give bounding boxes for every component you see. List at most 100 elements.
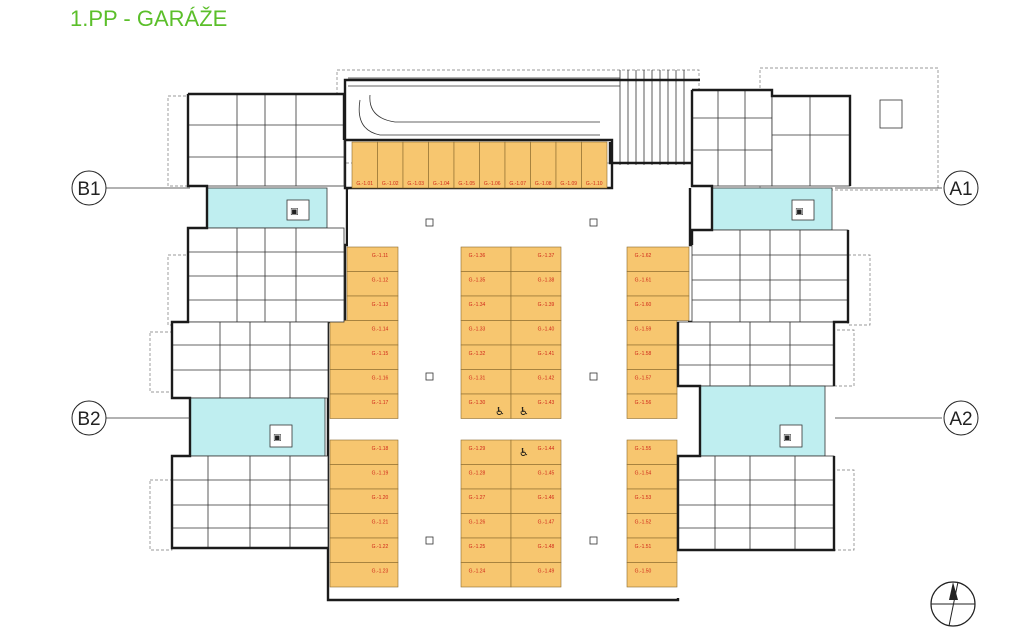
parking-space-label: G.-1.33: [469, 327, 486, 333]
parking-space-label: G.-1.10: [586, 181, 603, 187]
parking-bay: [626, 562, 678, 588]
parking-space-label: G.-1.09: [560, 181, 577, 187]
parking-space-label: G.-1.37: [538, 253, 555, 259]
parking-bay: [626, 271, 690, 297]
parking-bay: [510, 464, 562, 490]
building-a: ▣ ▣: [676, 67, 939, 552]
parking-space-label: G.-1.61: [635, 278, 652, 284]
parking-bay: [626, 344, 678, 370]
parking-space-label: G.-1.15: [372, 351, 389, 357]
parking-bay: [460, 393, 512, 419]
svg-text:B2: B2: [77, 409, 100, 430]
parking-bay: [346, 246, 399, 272]
parking-space-label: G.-1.47: [538, 520, 555, 526]
parking-bay: [329, 439, 399, 465]
parking-space-label: G.-1.18: [372, 446, 389, 452]
elevator-icon: ▣: [783, 433, 792, 443]
parking-bay: [510, 562, 562, 588]
parking-bay: [329, 562, 399, 588]
svg-text:♿: ♿: [519, 405, 529, 418]
core-label-a1: A1: [943, 170, 979, 206]
parking-space-label: G.-1.35: [469, 278, 486, 284]
parking-bay: [460, 320, 512, 346]
parking-bay: [510, 320, 562, 346]
core-label-b1: B1: [71, 170, 107, 206]
parking-bay: [329, 320, 399, 346]
svg-text:A2: A2: [949, 409, 972, 430]
parking-bay: [626, 246, 690, 272]
north-arrow-icon: [930, 581, 976, 627]
parking-space-label: G.-1.39: [538, 302, 555, 308]
parking-space-label: G.-1.41: [538, 351, 555, 357]
parking-space-label: G.-1.31: [469, 376, 486, 382]
elevator-icon: ▣: [795, 207, 804, 217]
parking-bay: [626, 513, 678, 539]
parking-space-label: G.-1.06: [484, 181, 501, 187]
parking-space-label: G.-1.38: [538, 278, 555, 284]
parking-bay: [460, 246, 512, 272]
parking-space-label: G.-1.51: [635, 544, 652, 550]
core-label-b2: B2: [71, 400, 107, 436]
parking-bay: [460, 464, 512, 490]
grid-lines: [105, 187, 942, 419]
parking-bay: [402, 141, 429, 189]
parking-bay: [329, 488, 399, 514]
parking-bay: [453, 141, 480, 189]
parking-bay: [626, 295, 690, 321]
parking-space-label: G.-1.48: [538, 544, 555, 550]
wheelchair-icon: ♿ ♿ ♿: [495, 405, 529, 459]
parking-space-label: G.-1.42: [538, 376, 555, 382]
parking-space-label: G.-1.40: [538, 327, 555, 333]
parking-space-label: G.-1.32: [469, 351, 486, 357]
parking-space-label: G.-1.16: [372, 376, 389, 382]
parking-bay: [346, 271, 399, 297]
parking-space-label: G.-1.57: [635, 376, 652, 382]
parking-bay: [460, 562, 512, 588]
parking-space-label: G.-1.17: [372, 400, 389, 406]
svg-text:♿: ♿: [519, 446, 529, 459]
building-b: ▣ ▣: [149, 92, 346, 551]
parking-space-label: G.-1.59: [635, 327, 652, 333]
svg-text:A1: A1: [949, 179, 972, 200]
parking-bay: [581, 141, 608, 189]
parking-bay: [329, 464, 399, 490]
parking-bay: [510, 369, 562, 395]
parking-bay: [510, 246, 562, 272]
parking-space-label: G.-1.43: [538, 400, 555, 406]
parking-bay: [555, 141, 582, 189]
svg-text:♿: ♿: [495, 405, 505, 418]
parking-bay: [626, 369, 678, 395]
parking-bay: [428, 141, 455, 189]
parking-space-label: G.-1.25: [469, 544, 486, 550]
parking-space-label: G.-1.26: [469, 520, 486, 526]
parking-bay: [329, 393, 399, 419]
parking-bay: [510, 537, 562, 563]
parking-bay: [510, 513, 562, 539]
parking-bay: [460, 537, 512, 563]
parking-space-label: G.-1.36: [469, 253, 486, 259]
parking-space-label: G.-1.50: [635, 569, 652, 575]
parking-space-label: G.-1.12: [372, 278, 389, 284]
structural-columns: [425, 218, 598, 545]
parking-bay: [460, 488, 512, 514]
parking-space-label: G.-1.23: [372, 569, 389, 575]
parking-bay: [329, 513, 399, 539]
parking-bay: [346, 295, 399, 321]
parking-space-label: G.-1.24: [469, 569, 486, 575]
parking-space-label: G.-1.03: [407, 181, 424, 187]
parking-bay: [510, 295, 562, 321]
parking-space-label: G.-1.20: [372, 495, 389, 501]
parking-bay: [510, 344, 562, 370]
parking-space-label: G.-1.49: [538, 569, 555, 575]
parking-space-label: G.-1.02: [382, 181, 399, 187]
parking-bay: [626, 488, 678, 514]
parking-space-label: G.-1.62: [635, 253, 652, 259]
parking-bay: [510, 393, 562, 419]
parking-bay: [460, 344, 512, 370]
parking-space-label: G.-1.34: [469, 302, 486, 308]
parking-bay: [626, 464, 678, 490]
parking-space-label: G.-1.54: [635, 471, 652, 477]
parking-space-label: G.-1.58: [635, 351, 652, 357]
